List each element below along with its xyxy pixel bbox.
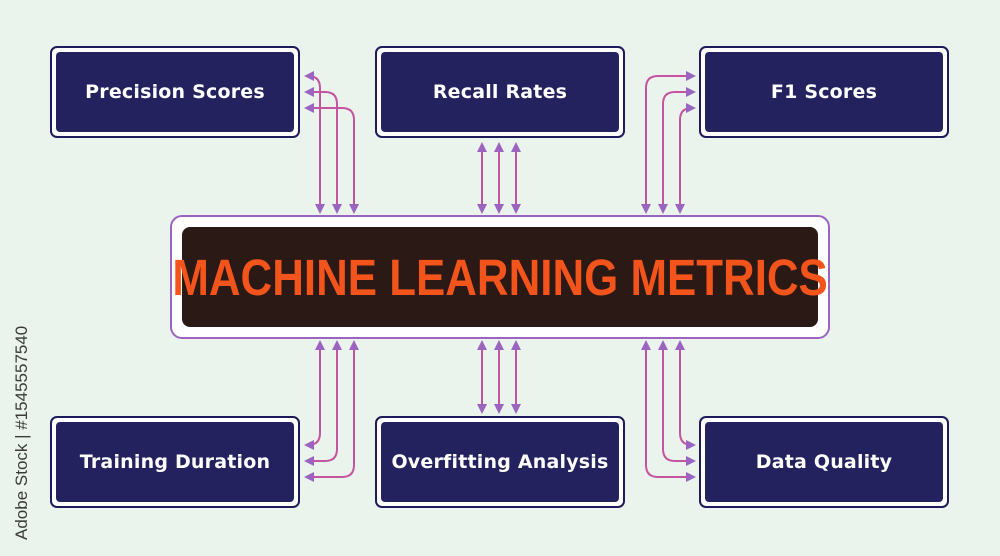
hub-title: MACHINE LEARNING METRICS (172, 248, 828, 306)
hub-title-panel: MACHINE LEARNING METRICS (172, 227, 828, 327)
node-data-quality: Data Quality (699, 416, 949, 508)
node-recall-label: Recall Rates (381, 52, 619, 132)
node-recall-rates: Recall Rates (375, 46, 625, 138)
node-quality-label: Data Quality (705, 422, 943, 502)
node-f1-label: F1 Scores (705, 52, 943, 132)
connector-precision-2 (304, 87, 342, 214)
node-f1-scores: F1 Scores (699, 46, 949, 138)
connector-training-3 (304, 340, 359, 482)
connector-f1-2 (658, 87, 696, 214)
connector-quality-3 (675, 340, 696, 450)
connector-precision-3 (304, 103, 359, 214)
connector-training-1 (304, 340, 325, 450)
connector-f1-1 (641, 71, 696, 214)
node-training-label: Training Duration (56, 422, 294, 502)
connector-training-2 (304, 340, 342, 466)
connector-f1-3 (675, 103, 696, 214)
stock-watermark: Adobe Stock | #1545557540 (12, 325, 31, 540)
node-precision-scores: Precision Scores (50, 46, 300, 138)
node-overfitting-analysis: Overfitting Analysis (375, 416, 625, 508)
node-precision-label: Precision Scores (56, 52, 294, 132)
connector-quality-2 (658, 340, 696, 466)
node-overfitting-label: Overfitting Analysis (381, 422, 619, 502)
connector-quality-1 (641, 340, 696, 482)
hub-box: MACHINE LEARNING METRICS (170, 215, 830, 339)
connector-precision-1 (304, 71, 325, 214)
node-training-duration: Training Duration (50, 416, 300, 508)
